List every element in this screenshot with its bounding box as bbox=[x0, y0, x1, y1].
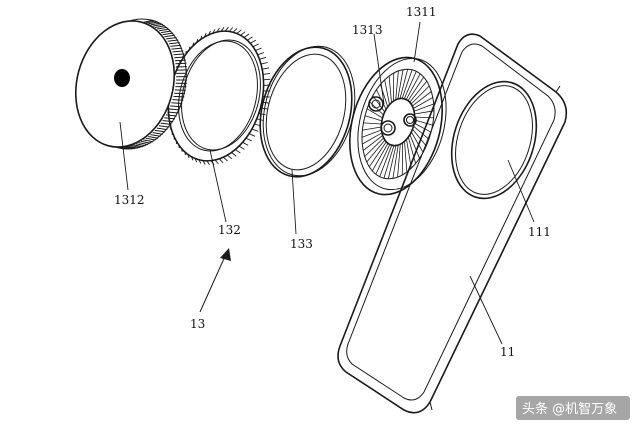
fan-module bbox=[348, 56, 447, 196]
label-1311: 1311 bbox=[406, 5, 437, 19]
watermark: 头条 @机智万象 bbox=[516, 396, 630, 420]
cover-center-hole bbox=[114, 69, 130, 87]
label-111: 111 bbox=[528, 225, 551, 239]
label-13: 13 bbox=[190, 317, 205, 331]
plain-ring bbox=[259, 45, 356, 178]
fan-port-3 bbox=[403, 113, 417, 127]
assembly-arrow bbox=[199, 248, 231, 313]
gear-teeth bbox=[167, 26, 271, 166]
fan-port-2 bbox=[380, 120, 396, 136]
cover-disc bbox=[74, 18, 188, 150]
phone-body bbox=[337, 33, 568, 414]
watermark-text: 头条 @机智万象 bbox=[522, 401, 617, 417]
label-132: 132 bbox=[218, 223, 241, 237]
label-133: 133 bbox=[290, 237, 313, 251]
fan-blades bbox=[361, 69, 434, 179]
label-1313: 1313 bbox=[352, 23, 383, 37]
fan-port-1 bbox=[368, 96, 384, 112]
cover-knurl bbox=[112, 19, 188, 150]
label-11: 11 bbox=[500, 345, 515, 359]
label-1312: 1312 bbox=[114, 193, 145, 207]
leader-lines bbox=[119, 21, 535, 345]
